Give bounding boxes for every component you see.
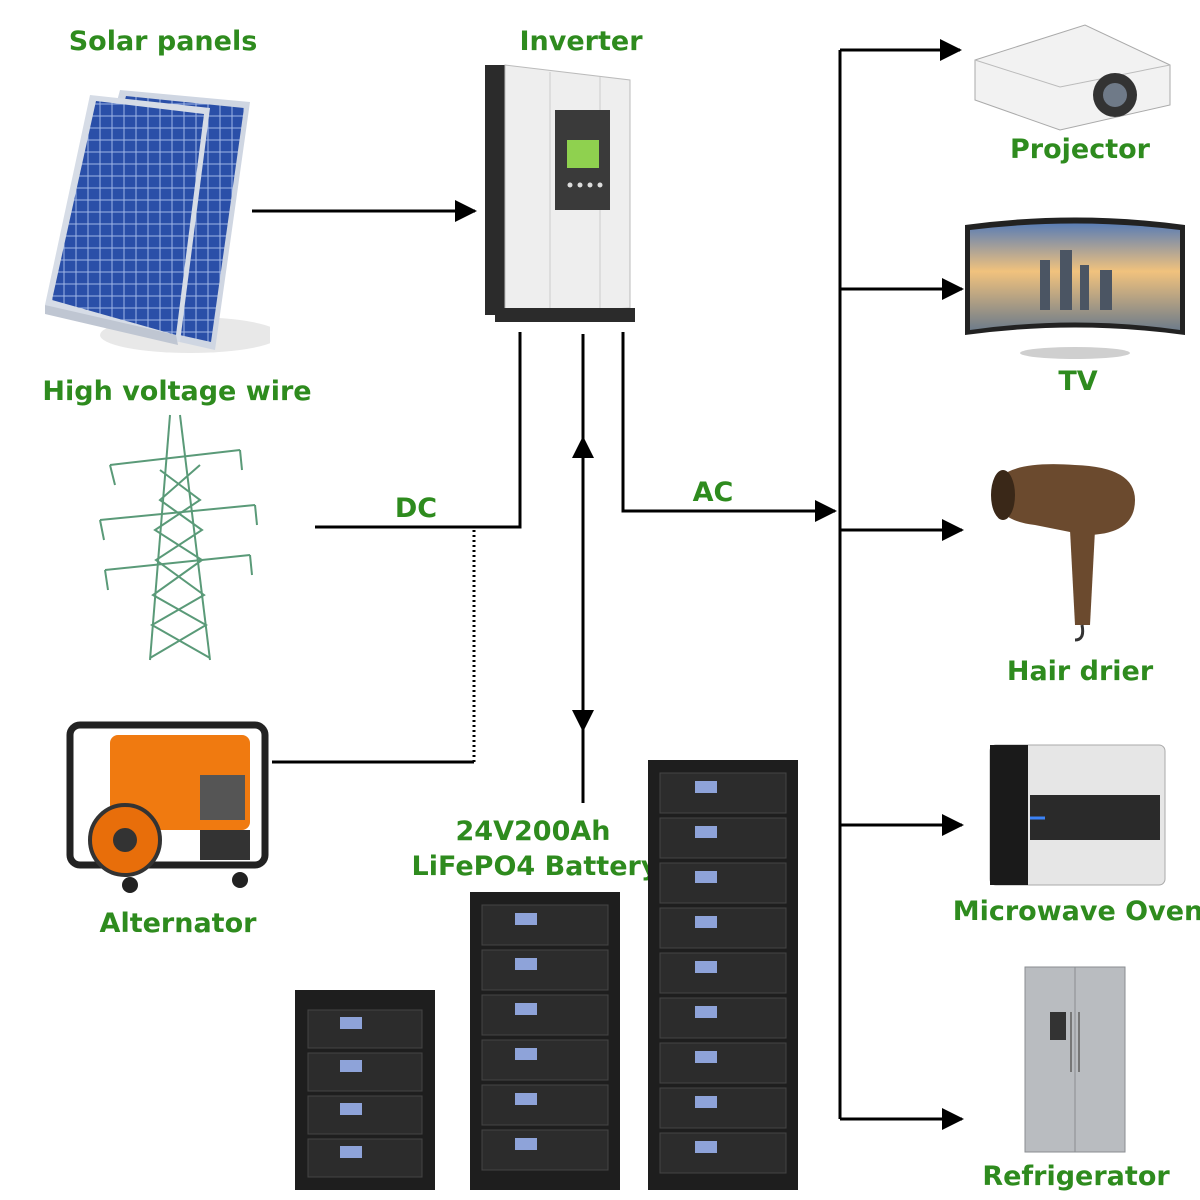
tv-image [965,217,1185,359]
solar-panels-label: Solar panels [68,26,258,57]
projector-label: Projector [1010,134,1150,165]
high-voltage-wire-label: High voltage wire [42,376,312,407]
battery-racks-image [295,760,798,1190]
battery-rack-medium [470,892,620,1190]
alternator-image [66,721,269,893]
dc-line [315,332,522,529]
ac-label: AC [692,477,734,508]
battery-label-type: LiFePO4 Battery [411,851,659,882]
battery-label-capacity: 24V200Ah [455,816,611,847]
solar-panels-image [45,90,270,353]
hair-drier-label: Hair drier [1006,656,1154,687]
inverter-label: Inverter [519,26,643,57]
projector-image [974,24,1171,131]
hair-drier-image [991,464,1135,642]
refrigerator-image [1024,966,1126,1153]
tv-label: TV [1058,366,1098,397]
dc-label: DC [394,493,438,524]
ac-line [621,332,837,522]
microwave-image [989,744,1166,886]
alternator-label: Alternator [99,908,257,939]
refrigerator-label: Refrigerator [982,1161,1170,1192]
microwave-oven-label: Microwave Oven [952,896,1200,927]
transmission-tower-image [99,414,258,661]
inverter-image [485,64,635,322]
battery-rack-small [295,990,435,1190]
battery-rack-tall [648,760,798,1190]
